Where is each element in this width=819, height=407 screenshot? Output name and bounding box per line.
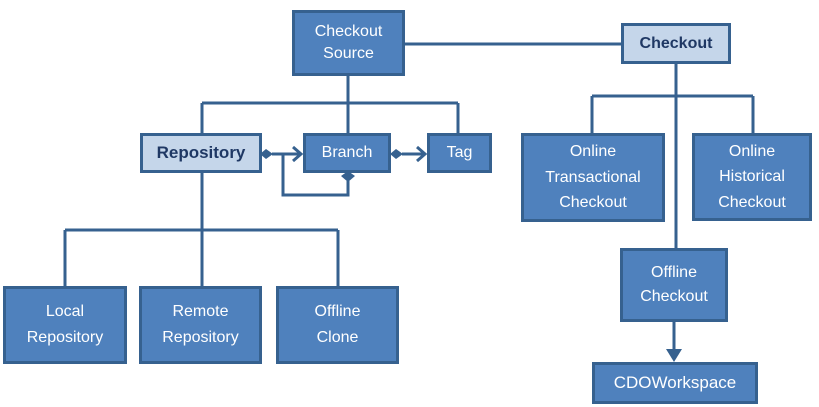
arrowhead-tag — [416, 145, 428, 163]
node-checkout-label: Checkout — [639, 34, 713, 52]
edge-bar-repo-branch-tag — [200, 101, 460, 133]
node-tag: Tag — [427, 133, 492, 173]
node-branch-label: Branch — [321, 144, 373, 162]
node-checkout-source: Checkout Source — [292, 10, 405, 76]
node-checkout-source-label: Checkout Source — [314, 23, 383, 62]
node-online-transactional-checkout: Online Transactional Checkout — [521, 133, 665, 222]
edge-bar-repositories — [63, 228, 340, 286]
arrowhead-cdoworkspace — [666, 349, 682, 362]
node-offline-checkout-label: Offline Checkout — [640, 264, 708, 305]
diamond-repository — [260, 149, 273, 159]
node-repository-label: Repository — [156, 142, 246, 162]
node-online-historical-checkout-label: Online Historical Checkout — [718, 142, 786, 211]
edge-branch-selfloop — [281, 154, 350, 197]
diamond-branch-right — [390, 149, 403, 159]
node-online-transactional-checkout-label: Online Transactional Checkout — [545, 143, 641, 212]
node-branch: Branch — [303, 133, 391, 173]
node-cdoworkspace-label: CDOWorkspace — [613, 372, 737, 392]
diamond-branch-bottom — [341, 171, 355, 182]
edge-bar-online-checkouts — [590, 94, 755, 133]
node-remote-repository: Remote Repository — [139, 286, 262, 364]
node-offline-checkout: Offline Checkout — [620, 248, 728, 322]
node-cdoworkspace: CDOWorkspace — [592, 362, 758, 404]
node-local-repository-label: Local Repository — [26, 302, 104, 346]
node-local-repository: Local Repository — [3, 286, 127, 364]
node-repository: Repository — [140, 133, 262, 173]
arrowhead-branch — [292, 145, 304, 163]
node-remote-repository-label: Remote Repository — [162, 302, 239, 346]
node-tag-label: Tag — [446, 144, 473, 162]
node-checkout: Checkout — [621, 23, 731, 64]
node-offline-clone: Offline Clone — [276, 286, 399, 364]
node-online-historical-checkout: Online Historical Checkout — [692, 133, 812, 221]
node-offline-clone-label: Offline Clone — [314, 302, 361, 346]
